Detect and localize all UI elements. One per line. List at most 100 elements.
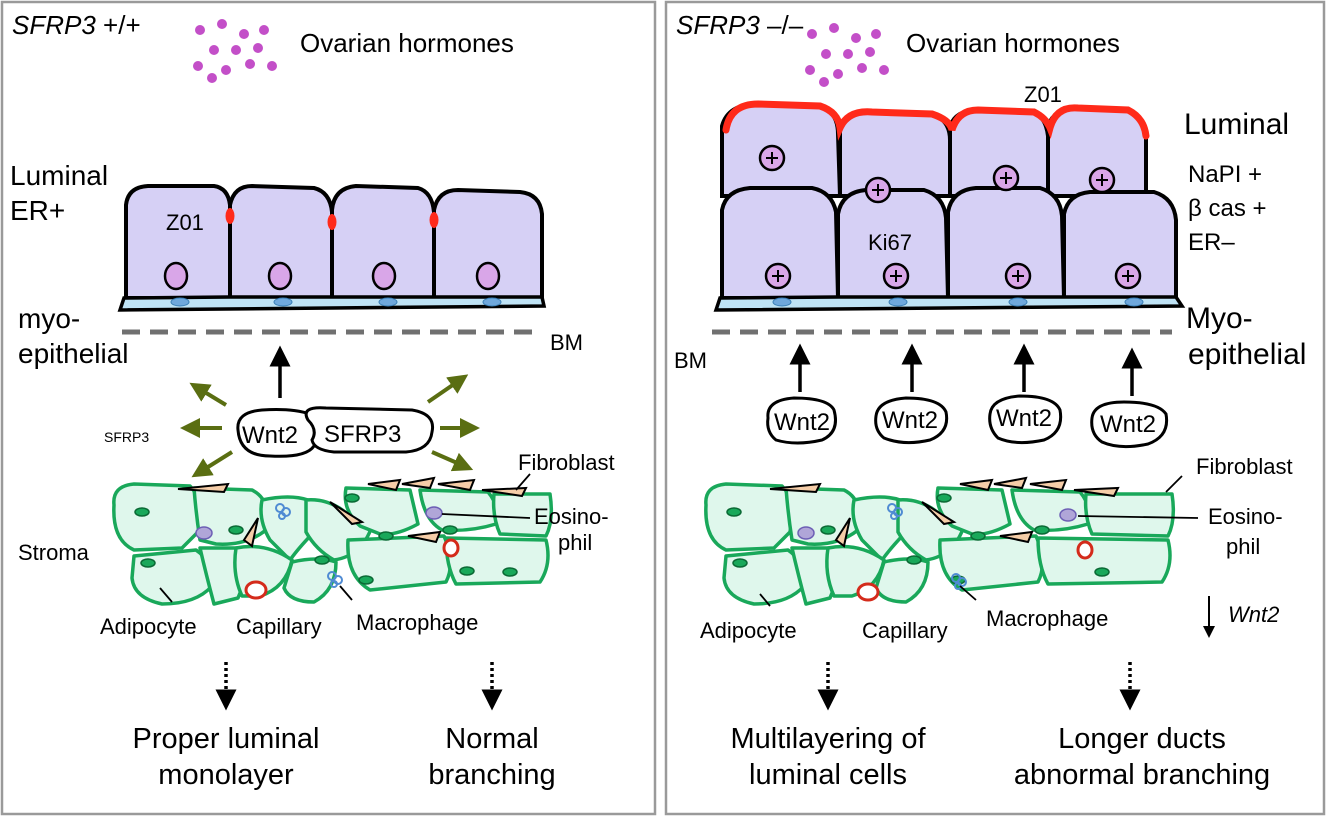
hormone-dot: [267, 61, 277, 71]
hormone-dot: [193, 61, 203, 71]
nucleus-ki67-positive: [1004, 262, 1032, 290]
right-adipocyte-label: Adipocyte: [700, 618, 797, 643]
hormone-dot: [843, 49, 853, 59]
left-outcome1-line2: monolayer: [158, 759, 294, 791]
left-bm-label: BM: [550, 330, 583, 355]
right-wnt2-up-arrows: [789, 343, 1143, 396]
left-sfrp3-bubble-label: SFRP3: [324, 421, 401, 448]
right-hormones-label: Ovarian hormones: [906, 28, 1120, 58]
right-wnt2-label-2: Wnt2: [882, 407, 938, 434]
left-leader-lines: [159, 473, 531, 603]
right-leader-lines: [759, 475, 1199, 607]
hormone-dot: [829, 23, 839, 33]
left-fibroblast-label: Fibroblast: [518, 450, 615, 475]
right-stroma: [704, 476, 1176, 606]
left-eosino-label: Eosino-: [534, 504, 609, 529]
right-bm-label: BM: [674, 348, 707, 373]
right-bcas-label: β cas +: [1188, 195, 1267, 222]
right-phil-label: phil: [1226, 534, 1260, 559]
hormone-dot: [259, 25, 269, 35]
nucleus-ki67-positive: [764, 262, 792, 290]
hormone-dot: [245, 59, 255, 69]
right-outcome2-line1: Longer ducts: [1058, 723, 1226, 755]
hormone-dot: [807, 29, 817, 39]
right-wnt2-label-1: Wnt2: [774, 409, 830, 436]
right-panel-border: [664, 0, 1326, 816]
right-z01-label: Z01: [1024, 82, 1062, 107]
left-phil-label: phil: [558, 530, 592, 555]
nucleus-ki67-positive: [992, 164, 1020, 192]
right-myo-nuclei: [772, 297, 1144, 307]
left-luminal-nuclei: [163, 261, 501, 291]
hormone-dot: [209, 45, 219, 55]
left-wnt2-label: Wnt2: [242, 422, 298, 449]
left-myoepithelial-layer: [117, 295, 547, 312]
right-lower-luminal-cells: [720, 186, 1178, 300]
left-epithelial-label: epithelial: [18, 338, 129, 369]
nucleus-ki67-positive: [1088, 166, 1116, 194]
left-sfrp3-diffusion-arrows: [180, 374, 480, 478]
left-genotype-label: SFRP3 +/+: [12, 10, 141, 40]
right-er-label: ER–: [1188, 229, 1235, 256]
right-napi-label: NaPI +: [1188, 161, 1262, 188]
left-luminal-label: Luminal: [10, 160, 108, 191]
left-outcome2-line1: Normal: [445, 723, 538, 755]
hormone-dot: [833, 69, 843, 79]
right-outcome2-line2: abnormal branching: [1014, 759, 1270, 791]
hormone-dot: [879, 65, 889, 75]
left-macrophage-label: Macrophage: [356, 610, 478, 635]
right-luminal-label: Luminal: [1184, 108, 1289, 141]
nucleus-ki67-positive: [1114, 262, 1142, 290]
hormone-dot: [207, 73, 217, 83]
left-myo-nuclei: [170, 297, 502, 307]
left-capillary-label: Capillary: [236, 614, 322, 639]
right-outcome1-line2: luminal cells: [749, 759, 907, 791]
left-stroma: [112, 476, 554, 606]
hormone-dot: [851, 33, 861, 43]
left-tight-junctions: [225, 208, 439, 230]
right-outcome1-line1: Multilayering of: [730, 723, 926, 755]
hormone-dot: [253, 43, 263, 53]
left-er-label: ER+: [10, 195, 65, 226]
hormone-dot: [871, 29, 881, 39]
left-hormones-label: Ovarian hormones: [300, 28, 514, 58]
hormone-dot: [805, 65, 815, 75]
nucleus-ki67-positive: [864, 176, 892, 204]
right-ki67-label: Ki67: [868, 230, 912, 255]
left-z01-label: Z01: [166, 210, 204, 235]
right-genotype-label: SFRP3 –/–: [676, 10, 804, 40]
hormone-dot: [231, 45, 241, 55]
right-wnt2-down-label: Wnt2: [1228, 602, 1279, 627]
hormone-dot: [195, 25, 205, 35]
hormone-dot: [221, 65, 231, 75]
left-outcome1-line1: Proper luminal: [133, 723, 320, 755]
left-hormone-dots: [193, 19, 277, 83]
hormone-dot: [239, 29, 249, 39]
right-myoepithelial-layer: [713, 295, 1186, 312]
right-hormone-dots: [805, 23, 889, 87]
left-myo-label: myo-: [18, 303, 80, 334]
right-wnt2-bubbles: [766, 394, 1169, 449]
hormone-dot: [821, 49, 831, 59]
right-wnt2-label-3: Wnt2: [996, 405, 1052, 432]
hormone-dot: [819, 77, 829, 87]
right-proliferating-nuclei: [758, 144, 1142, 290]
right-capillary-label: Capillary: [862, 618, 948, 643]
right-eosino-label: Eosino-: [1208, 504, 1283, 529]
right-epithelial-label: epithelial: [1188, 338, 1306, 371]
left-stroma-label: Stroma: [18, 540, 90, 565]
right-fibroblast-label: Fibroblast: [1196, 454, 1293, 479]
right-wnt2-label-4: Wnt2: [1100, 411, 1156, 438]
right-myo-label: Myo-: [1186, 302, 1253, 335]
left-sfrp3-small-label: SFRP3: [104, 429, 149, 445]
hormone-dot: [857, 63, 867, 73]
nucleus-ki67-positive: [758, 144, 786, 172]
left-adipocyte-label: Adipocyte: [100, 614, 197, 639]
nucleus-ki67-positive: [882, 262, 910, 290]
left-panel-border: [0, 0, 657, 816]
right-macrophage-label: Macrophage: [986, 606, 1108, 631]
right-z01-apical-line: [722, 100, 1150, 141]
left-luminal-cells: [124, 183, 544, 300]
left-sfrp3-bubble: [304, 406, 435, 454]
